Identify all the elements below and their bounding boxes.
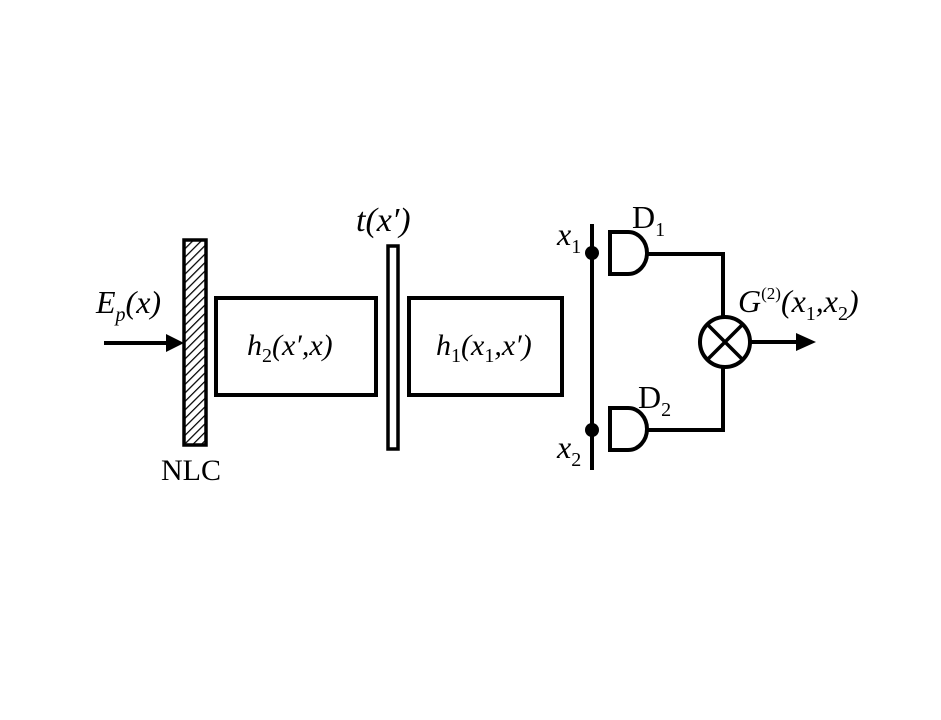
transmission-mask [386,244,400,451]
input-field-label: Ep(x) [95,284,161,326]
correlation-label: G(2)(x1,x2) [738,283,859,325]
detector-d1-label: D1 [632,199,665,241]
detector-d2 [608,406,649,452]
d1-signal-wire [647,252,725,316]
propagation-block-h2 [214,296,378,397]
mask-label: t(x′) [356,202,411,239]
detector-d1 [608,230,649,276]
output-arrow [750,333,816,351]
correlator-multiply-icon [698,315,752,369]
detector-d2-label: D2 [638,379,671,421]
nonlinear-crystal [182,238,208,447]
h2-label: h2(x′,x) [247,329,333,367]
point-x2-marker [585,423,599,437]
point-x1-marker [585,246,599,260]
propagation-block-h1 [407,296,564,397]
point-x2-label: x2 [556,429,581,471]
point-x1-label: x1 [556,216,581,258]
crystal-label: NLC [161,454,221,487]
h1-label: h1(x1,x′) [436,329,532,367]
d2-signal-wire [647,368,725,432]
input-arrow [104,334,184,352]
